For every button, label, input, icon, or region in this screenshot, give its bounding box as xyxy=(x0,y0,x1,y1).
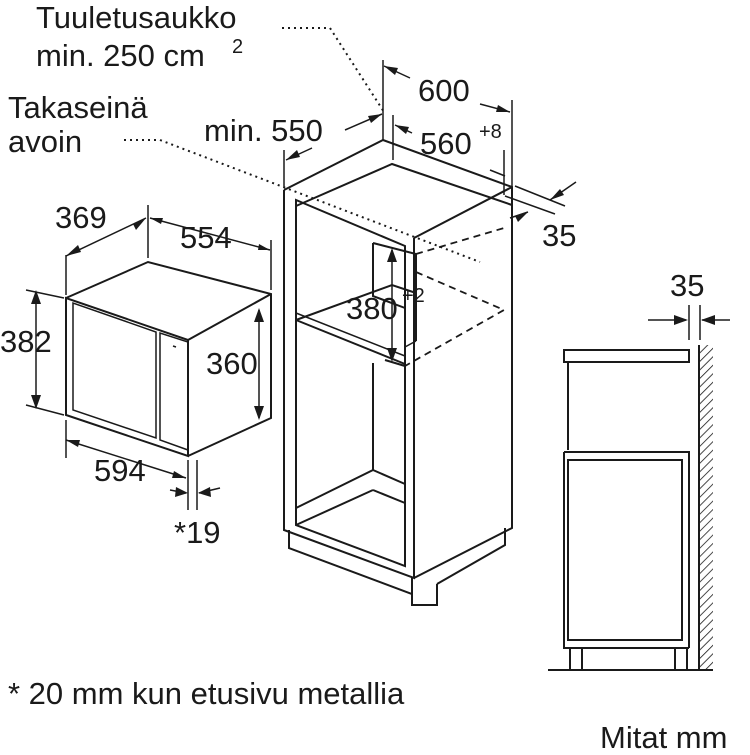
side-section-drawing xyxy=(548,305,730,671)
dimension-600: 600 xyxy=(418,73,470,108)
microwave-dimensions xyxy=(25,205,272,510)
dimension-380: 380 xyxy=(346,291,398,326)
dimension-min-550: min. 550 xyxy=(204,113,323,148)
vent-title-label: Tuuletusaukko xyxy=(36,0,237,35)
back-wall-open-label: avoin xyxy=(8,124,83,159)
dimension-560: 560 xyxy=(420,126,472,161)
dimension-554: 554 xyxy=(180,220,232,255)
dimension-560-tolerance: +8 xyxy=(479,121,502,143)
back-wall-label: Takaseinä xyxy=(8,90,148,125)
dimension-369: 369 xyxy=(55,200,107,235)
dimension-594: 594 xyxy=(94,453,146,488)
dimension-35-side: 35 xyxy=(670,268,705,303)
vent-area-label: min. 250 cm xyxy=(36,38,205,73)
footnote: * 20 mm kun etusivu metallia xyxy=(8,676,405,711)
dimension-19-note: *19 xyxy=(174,515,221,550)
cabinet-dimensions xyxy=(124,27,577,362)
dimension-382: 382 xyxy=(0,324,52,359)
dimension-360: 360 xyxy=(206,346,258,381)
dimension-35-top: 35 xyxy=(542,218,577,253)
units-note: Mitat mm xyxy=(600,720,728,755)
vent-area-superscript: 2 xyxy=(232,36,244,58)
dimension-380-tolerance: +2 xyxy=(402,285,425,307)
cabinet-drawing xyxy=(283,138,513,606)
microwave-drawing xyxy=(65,260,272,458)
